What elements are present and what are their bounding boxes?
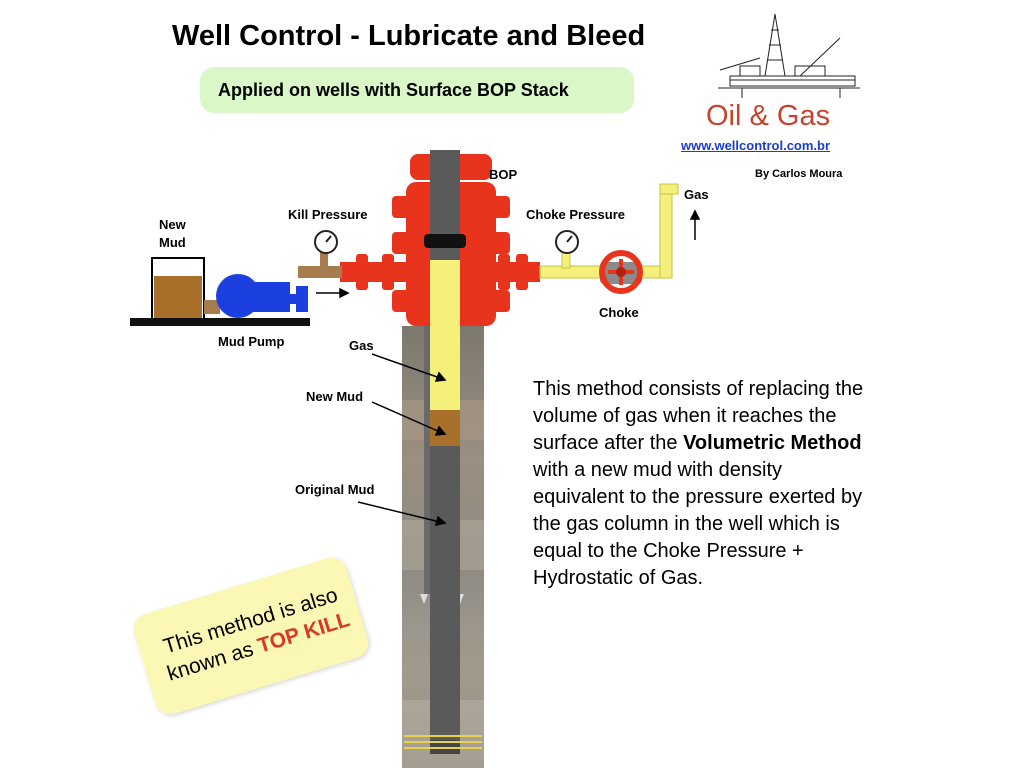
choke-pressure-gauge: [555, 230, 579, 254]
choke-label: Choke: [599, 305, 639, 320]
gas-in-well-label: Gas: [349, 338, 374, 353]
brand-name: Oil & Gas: [706, 100, 831, 132]
mud-pump-label: Mud Pump: [218, 334, 285, 349]
wellbore: [402, 326, 484, 768]
page-title: Well Control - Lubricate and Bleed: [172, 20, 646, 52]
description-part2: with a new mud with density equivalent t…: [533, 459, 863, 589]
kill-line: [298, 252, 342, 278]
kill-pressure-label: Kill Pressure: [288, 207, 368, 222]
gas-outlet-label: Gas: [684, 187, 709, 202]
author-credit: By Carlos Moura: [755, 168, 843, 180]
choke-valve-icon: [599, 250, 643, 294]
mud-tank: [151, 257, 205, 321]
new-mud-tank-label-line1: New: [159, 217, 186, 232]
oil-rig-logo: [718, 13, 860, 98]
description-part1: This method consists of replacing the vo…: [533, 378, 864, 454]
original-mud-label: Original Mud: [295, 482, 375, 497]
mud-pump-icon: [130, 274, 310, 326]
subtitle-banner: Applied on wells with Surface BOP Stack: [200, 67, 634, 113]
kill-pressure-gauge: [314, 230, 338, 254]
gas-column: [430, 326, 460, 410]
method-description: This method consists of replacing the vo…: [533, 376, 878, 592]
new-mud-column: [430, 410, 460, 446]
choke-pressure-label: Choke Pressure: [526, 207, 625, 222]
website-link[interactable]: www.wellcontrol.com.br: [681, 138, 831, 153]
bop-label: BOP: [489, 167, 518, 182]
description-bold: Volumetric Method: [683, 432, 862, 454]
choke-line: [539, 183, 679, 279]
bop-stack: [340, 150, 540, 326]
new-mud-in-well-label: New Mud: [306, 389, 364, 404]
new-mud-tank-label-line2: Mud: [159, 235, 186, 250]
